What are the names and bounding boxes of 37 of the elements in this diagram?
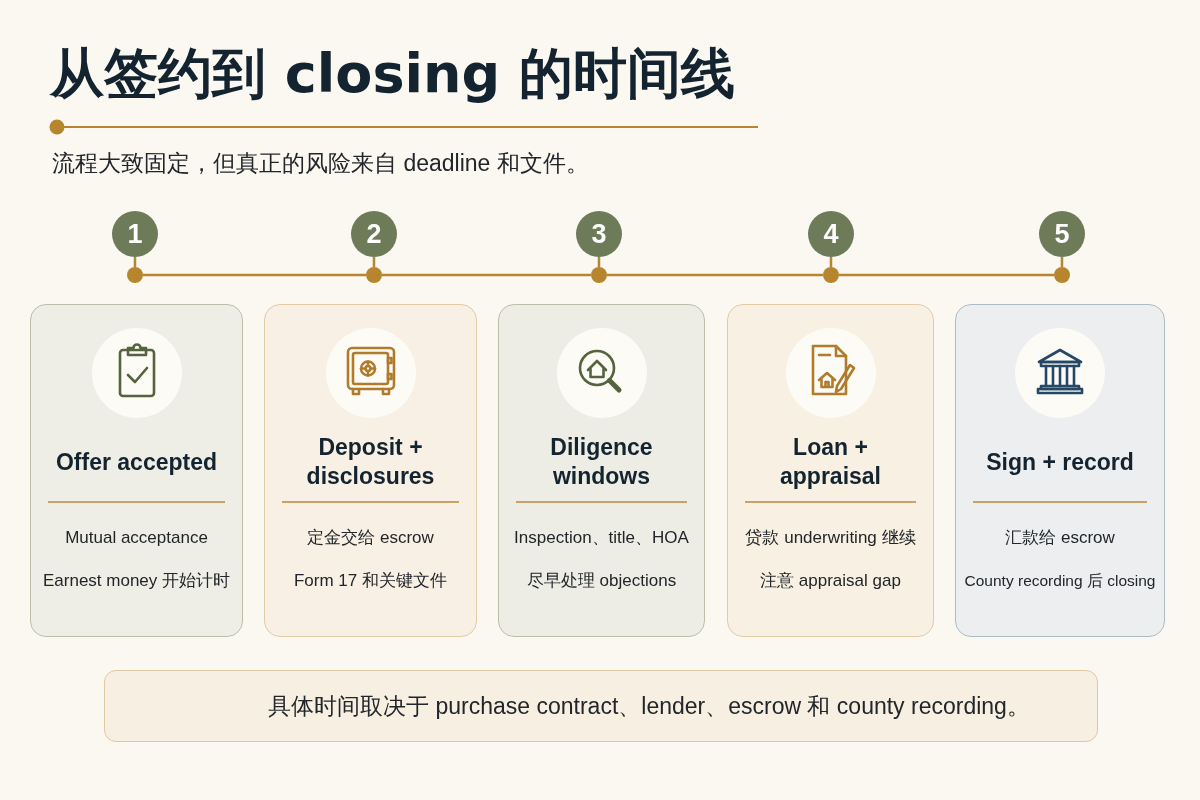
- card-heading: Deposit + disclosures: [305, 433, 436, 491]
- number-badge: 3: [576, 211, 622, 257]
- title: 从签约到 closing 的时间线: [50, 42, 735, 106]
- card-heading: Diligence windows: [549, 433, 654, 491]
- step-card: [955, 304, 1165, 637]
- timeline-dot: [366, 267, 382, 283]
- timeline-dot: [127, 267, 143, 283]
- card-text: Form 17 和关键文件: [294, 570, 447, 592]
- number-badge: 5: [1039, 211, 1085, 257]
- timeline-line: [607, 273, 823, 277]
- card-text: 注意 appraisal gap: [760, 570, 901, 592]
- card-heading: Offer accepted: [55, 447, 218, 477]
- card-text: 定金交给 escrow: [307, 527, 434, 549]
- timeline-dot: [1054, 267, 1070, 283]
- timeline-line: [839, 273, 1054, 277]
- card-text: Inspection、title、HOA: [514, 527, 689, 549]
- step-card: [30, 304, 243, 637]
- step-card: [727, 304, 934, 637]
- card-text: Earnest money 开始计时: [42, 570, 231, 592]
- card-text: 贷款 underwriting 继续: [745, 527, 916, 549]
- timeline-line: [143, 273, 366, 277]
- timeline-dot: [823, 267, 839, 283]
- card-text: 汇款给 escrow: [1005, 527, 1115, 549]
- number-badge: 4: [808, 211, 854, 257]
- card-text: Mutual acceptance: [65, 527, 208, 549]
- card-text: 尽早处理 objections: [526, 570, 677, 592]
- step-card: [498, 304, 705, 637]
- subtitle: 流程大致固定，但真正的风险来自 deadline 和文件。: [52, 149, 589, 178]
- timeline-line: [382, 273, 591, 277]
- card-text: County recording 后 closing: [964, 571, 1156, 591]
- step-card: [264, 304, 477, 637]
- number-badge: 1: [112, 211, 158, 257]
- number-badge: 2: [351, 211, 397, 257]
- card-heading: Sign + record: [986, 447, 1134, 477]
- timeline-dot: [591, 267, 607, 283]
- note-box: 具体时间取决于 purchase contract、lender、escrow 和 county recording。: [104, 670, 1098, 742]
- card-heading: Loan + appraisal: [779, 433, 882, 491]
